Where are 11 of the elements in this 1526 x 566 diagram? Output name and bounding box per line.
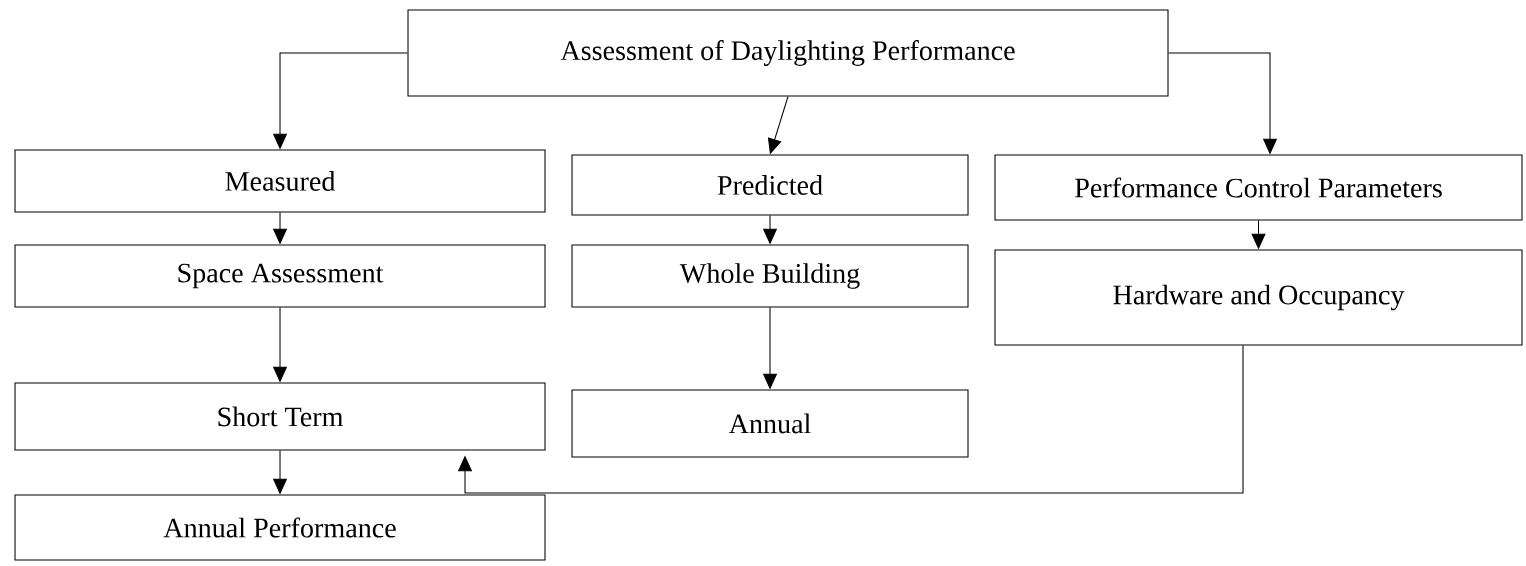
process-box: Measured: [14, 149, 546, 213]
process-box: Annual Performance: [14, 494, 546, 561]
process-box: Whole Building: [571, 244, 969, 308]
process-box: Hardware and Occupancy: [994, 249, 1523, 346]
process-box: Performance Control Parameters: [994, 154, 1523, 221]
process-box: Short Term: [14, 382, 546, 451]
process-box: Annual: [571, 389, 969, 458]
process-box: Space Assessment: [14, 244, 546, 308]
process-box: Predicted: [571, 154, 969, 216]
arrow: [457, 345, 1244, 494]
process-box: Assessment of Daylighting Performance: [407, 9, 1169, 97]
